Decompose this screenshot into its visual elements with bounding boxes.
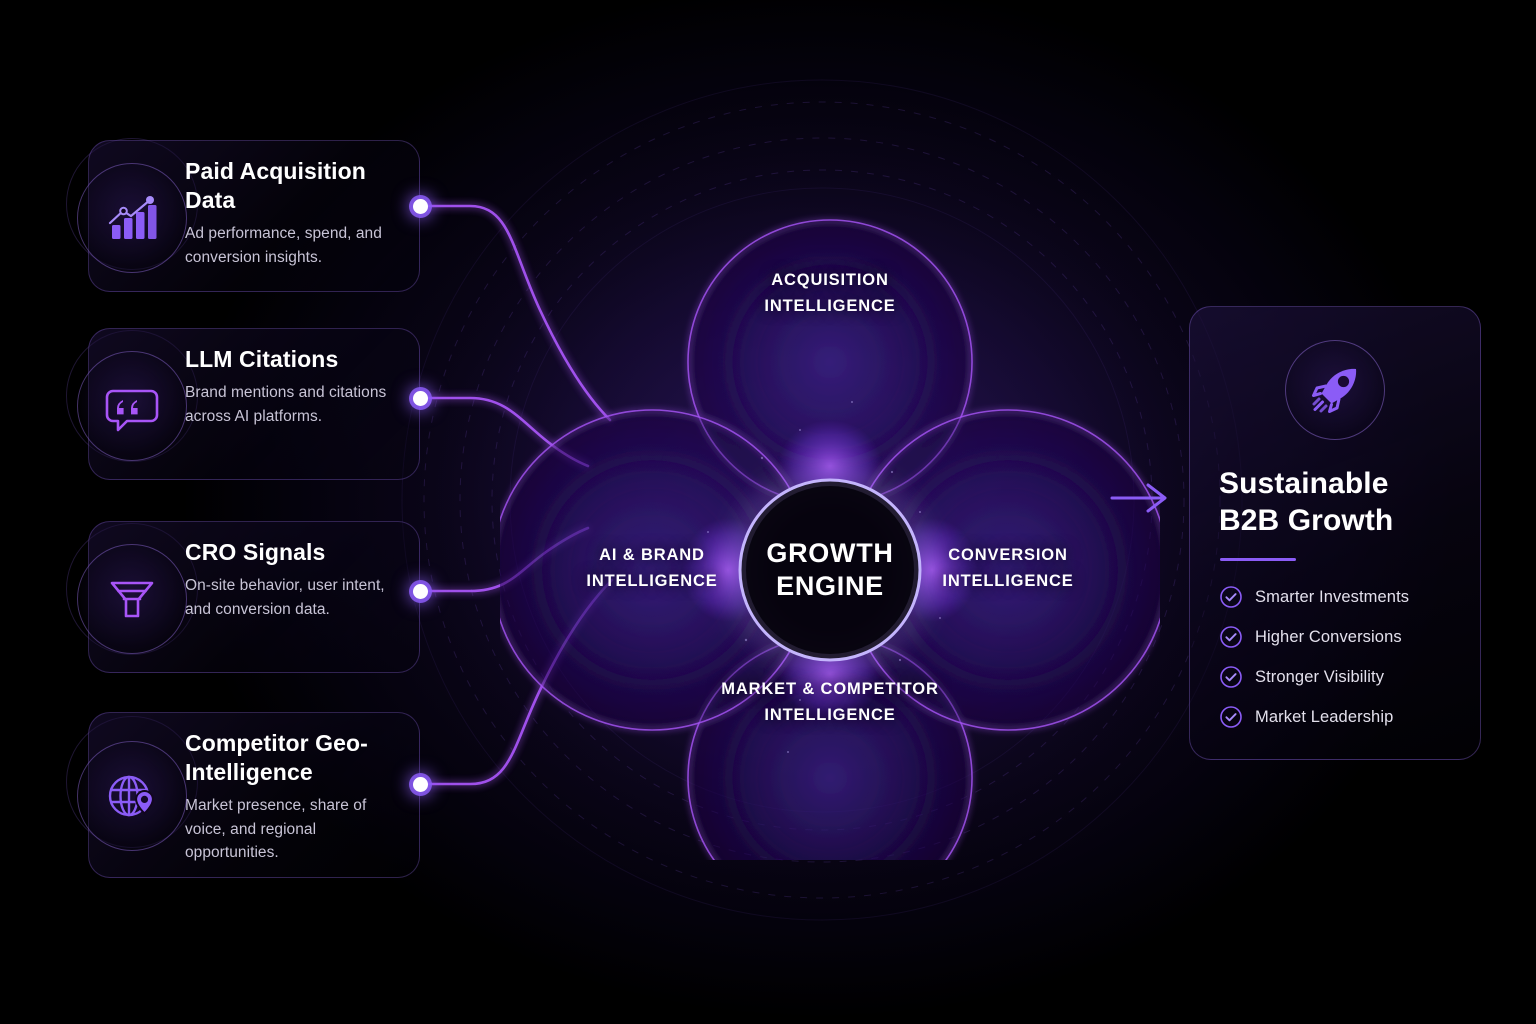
input-card-cro-signals[interactable]: CRO Signals On-site behavior, user inten… bbox=[77, 521, 420, 673]
input-card-competitor-geo[interactable]: Competitor Geo-Intelligence Market prese… bbox=[77, 712, 420, 878]
card-title: Competitor Geo-Intelligence bbox=[185, 730, 368, 785]
card-description: Ad performance, spend, and conversion in… bbox=[185, 224, 382, 266]
connector-dot bbox=[413, 584, 428, 599]
connector-dot bbox=[413, 199, 428, 214]
bar-chart-growth-icon bbox=[108, 196, 157, 239]
check-circle-icon bbox=[1220, 666, 1242, 688]
card-description: On-site behavior, user intent, and conve… bbox=[185, 576, 385, 618]
icon-ring bbox=[77, 544, 187, 654]
card-description: Market presence, share of voice, and reg… bbox=[185, 796, 367, 862]
benefit-label: Market Leadership bbox=[1255, 707, 1394, 726]
icon-ring bbox=[77, 163, 187, 273]
icon-ring bbox=[1285, 340, 1385, 440]
card-title: CRO Signals bbox=[185, 539, 326, 565]
list-item: Higher Conversions bbox=[1219, 625, 1451, 649]
list-item: Stronger Visibility bbox=[1219, 665, 1451, 689]
funnel-icon bbox=[110, 581, 154, 618]
card-title: Paid Acquisition Data bbox=[185, 158, 366, 213]
benefit-label: Higher Conversions bbox=[1255, 627, 1402, 646]
venn-circles bbox=[491, 219, 1169, 921]
icon-ring bbox=[77, 351, 187, 461]
input-card-llm-citations[interactable]: LLM Citations Brand mentions and citatio… bbox=[77, 328, 420, 480]
list-item: Smarter Investments bbox=[1219, 585, 1451, 609]
card-description: Brand mentions and citations across AI p… bbox=[185, 383, 387, 425]
list-item: Market Leadership bbox=[1219, 705, 1451, 729]
check-circle-icon bbox=[1220, 706, 1242, 728]
chat-quote-icon bbox=[105, 389, 159, 432]
check-circle-icon bbox=[1220, 626, 1242, 648]
connector-dot bbox=[413, 777, 428, 792]
title-divider bbox=[1220, 558, 1296, 562]
benefit-label: Smarter Investments bbox=[1255, 587, 1410, 606]
input-card-paid-acquisition[interactable]: Paid Acquisition Data Ad performance, sp… bbox=[77, 140, 420, 292]
benefit-label: Stronger Visibility bbox=[1255, 667, 1385, 686]
icon-ring bbox=[77, 741, 187, 851]
rocket-icon bbox=[1312, 368, 1357, 413]
benefit-list: Smarter Investments Higher Conversions S… bbox=[1219, 585, 1451, 745]
card-title: LLM Citations bbox=[185, 346, 339, 372]
arrow-right-icon bbox=[1110, 483, 1167, 513]
globe-pin-icon bbox=[108, 775, 154, 817]
connector-dot bbox=[413, 391, 428, 406]
check-circle-icon bbox=[1220, 586, 1242, 608]
